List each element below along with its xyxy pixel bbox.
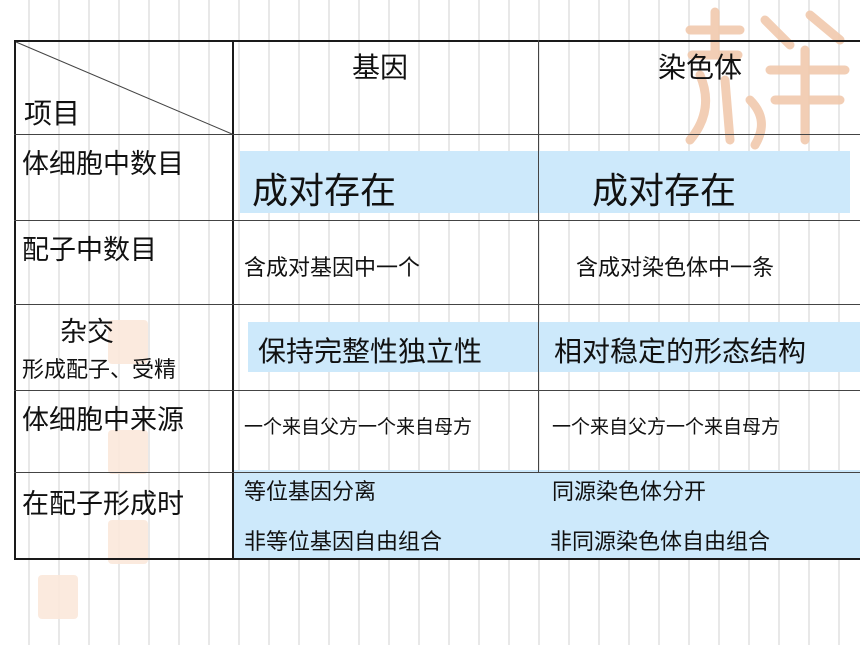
row-divider (14, 220, 860, 221)
row-label-gamete-count: 配子中数目 (22, 235, 157, 266)
comparison-table: 基因 染色体 项目 体细胞中数目 成对存在 成对存在 配子中数目 含成对基因中一… (14, 40, 860, 560)
row-label-somatic-count: 体细胞中数目 (22, 149, 184, 180)
row-divider (14, 304, 860, 305)
cell-chromosome-gamete-count: 含成对染色体中一条 (576, 256, 775, 281)
cell-chromosome-gamete-formation-2: 非同源染色体自由组合 (550, 530, 771, 555)
header-chromosome: 染色体 (658, 51, 743, 84)
seal-watermark-small (108, 520, 148, 564)
header-item: 项目 (24, 97, 81, 130)
highlight-row-3 (248, 322, 860, 372)
seal-watermark-small (108, 430, 148, 474)
cell-gene-somatic-count: 成对存在 (252, 171, 397, 212)
cell-gene-gamete-count: 含成对基因中一个 (244, 256, 421, 281)
seal-watermark-small (108, 320, 148, 364)
cell-chromosome-somatic-source: 一个来自父方一个来自母方 (552, 416, 781, 438)
row-label-gamete-formation: 在配子形成时 (22, 489, 184, 520)
seal-watermark-small (38, 575, 78, 619)
table-border-left (14, 40, 16, 560)
header-diagonal (15, 41, 233, 135)
highlight-row-1 (240, 151, 850, 213)
row-divider (14, 134, 860, 135)
seal-watermark-large (670, 0, 860, 150)
cell-gene-hybrid: 保持完整性独立性 (258, 335, 483, 368)
table-border-bottom (14, 558, 860, 560)
highlight-row-5 (232, 470, 860, 560)
row-label-somatic-source: 体细胞中来源 (22, 405, 184, 436)
row-label-hybrid-sub: 形成配子、受精 (22, 358, 177, 383)
table-border-top (14, 40, 860, 42)
cell-chromosome-gamete-formation-1: 同源染色体分开 (552, 480, 707, 505)
table-divider-col1 (232, 40, 234, 560)
row-label-hybrid: 杂交 (60, 317, 114, 348)
cell-chromosome-hybrid: 相对稳定的形态结构 (554, 335, 807, 368)
cell-gene-somatic-source: 一个来自父方一个来自母方 (244, 416, 473, 438)
cell-gene-gamete-formation-2: 非等位基因自由组合 (244, 530, 443, 555)
table-divider-col2 (538, 40, 539, 472)
row-divider (14, 390, 860, 391)
cell-chromosome-somatic-count: 成对存在 (592, 171, 737, 212)
header-gene: 基因 (352, 51, 409, 84)
cell-gene-gamete-formation-1: 等位基因分离 (244, 480, 377, 505)
row-divider (14, 472, 860, 473)
